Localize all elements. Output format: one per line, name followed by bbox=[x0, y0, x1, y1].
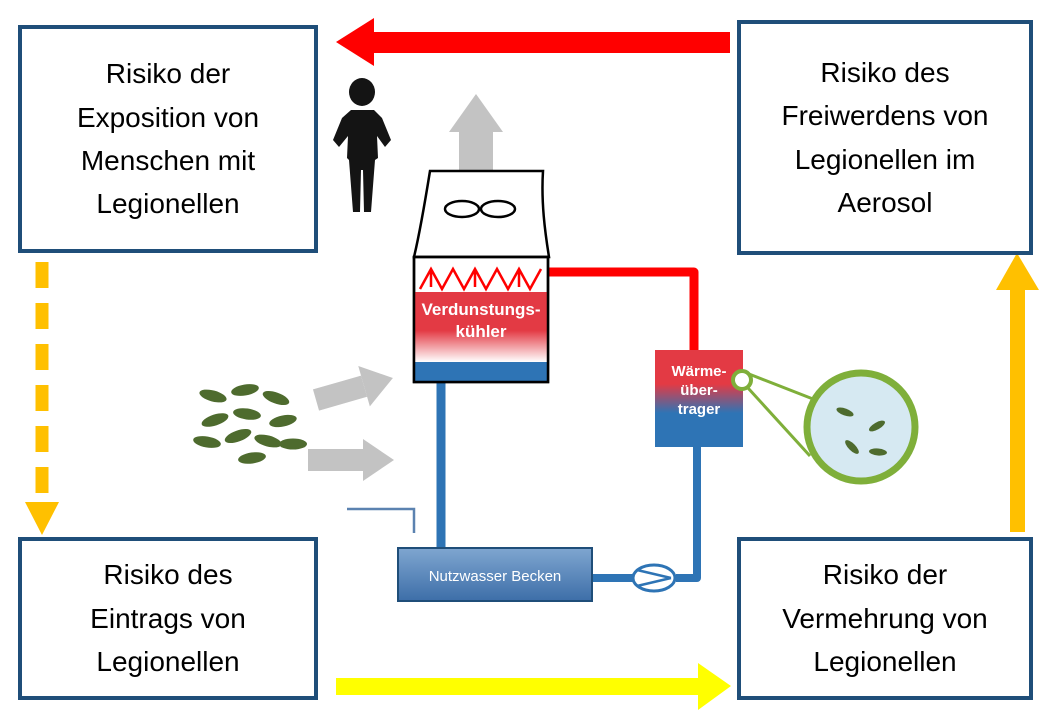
heat-exchanger-label-line: über- bbox=[680, 382, 718, 399]
person-silhouette-icon bbox=[333, 78, 391, 212]
evaporative-cooler bbox=[412, 169, 551, 384]
basin-label: Nutzwasser Becken bbox=[428, 568, 562, 585]
basin bbox=[397, 547, 593, 602]
hot-water-pipe bbox=[548, 267, 699, 352]
pump-valve-icon bbox=[631, 563, 677, 593]
red-aerosol-arrow bbox=[336, 18, 730, 66]
risk-box-release-line: Aerosol bbox=[837, 186, 933, 218]
heat-exchanger bbox=[655, 350, 743, 447]
return-pipe bbox=[676, 445, 701, 582]
amber-arrow-up bbox=[996, 253, 1039, 532]
amber-dashed-arrow-down bbox=[25, 262, 59, 535]
feed-water-inlet bbox=[347, 507, 416, 533]
cooler-water-band bbox=[414, 362, 548, 382]
risk-box-growth-line: Vermehrung von bbox=[782, 602, 988, 634]
risk-box-release: Risiko des Freiwerdens von Legionellen i… bbox=[737, 20, 1033, 255]
risk-box-exposure-line: Risiko der bbox=[105, 58, 231, 90]
heat-exchanger-label: Wärme- über- trager bbox=[655, 362, 743, 419]
spray-nozzles-icon bbox=[418, 266, 543, 292]
risk-box-entry: Risiko des Eintrags von Legionellen bbox=[18, 537, 318, 700]
risk-box-entry-line: Legionellen bbox=[96, 646, 240, 678]
fan-blades-icon bbox=[443, 199, 517, 219]
gray-entry-arrow-lower bbox=[308, 439, 394, 481]
evaporative-cooler-label: Verdunstungs- kühler bbox=[414, 299, 548, 343]
heat-exchanger-label-line: trager bbox=[677, 401, 721, 418]
heat-exchanger-label-line: Wärme- bbox=[671, 363, 727, 380]
risk-box-exposure-line: Menschen mit bbox=[80, 145, 256, 176]
yellow-arrow-right bbox=[336, 663, 731, 710]
risk-box-entry-line: Risiko des bbox=[103, 559, 233, 591]
magnified-bacteria-icon bbox=[731, 369, 919, 485]
risk-box-growth-line: Legionellen bbox=[813, 646, 957, 678]
bacteria-icon bbox=[193, 384, 307, 464]
risk-box-growth-line: Risiko der bbox=[822, 559, 948, 591]
risk-box-exposure-line: Legionellen bbox=[96, 188, 240, 220]
gray-entry-arrow-upper bbox=[312, 366, 393, 411]
gray-emission-arrow bbox=[449, 94, 503, 170]
risk-box-entry-line: Eintrags von bbox=[90, 602, 246, 634]
cooler-label-band bbox=[414, 292, 548, 362]
risk-box-release-line: Risiko des bbox=[820, 56, 950, 88]
risk-box-growth: Risiko der Vermehrung von Legionellen bbox=[737, 537, 1033, 700]
risk-box-exposure: Risiko der Exposition von Menschen mit L… bbox=[18, 25, 318, 253]
risk-box-release-line: Legionellen im bbox=[794, 143, 976, 175]
risk-box-release-line: Freiwerdens von bbox=[781, 100, 989, 132]
evaporative-cooler-label-line: kühler bbox=[455, 322, 507, 341]
evaporative-cooler-label-line: Verdunstungs- bbox=[421, 300, 541, 319]
risk-box-exposure-line: Exposition von bbox=[76, 101, 260, 133]
